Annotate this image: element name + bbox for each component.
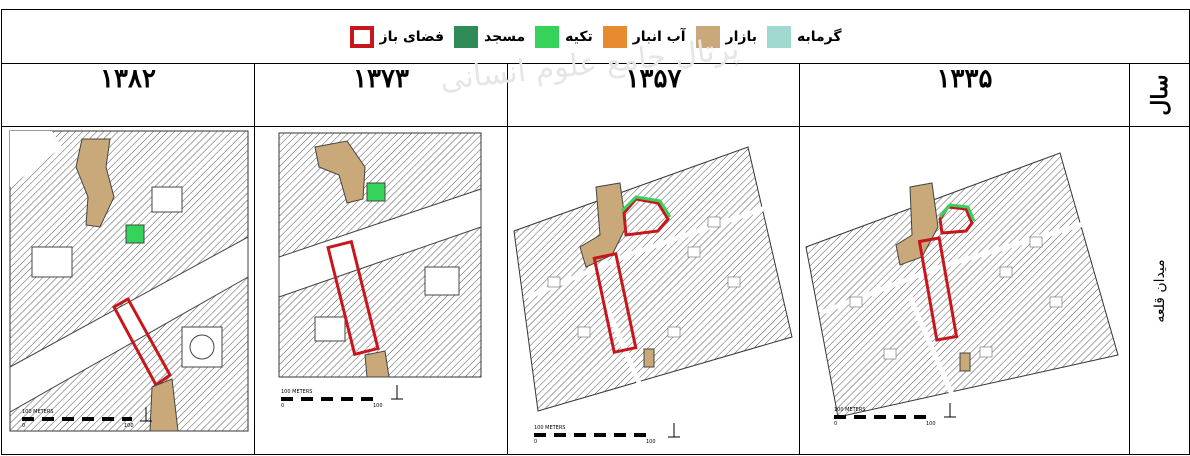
- north-arrow-1335: [944, 403, 956, 418]
- legend-label: تکیه: [565, 28, 593, 45]
- bazaar-area-1373: [314, 140, 366, 204]
- map-1357-base: [513, 146, 793, 429]
- scale-label-1335: 100 METERS: [834, 407, 865, 413]
- open-space-1373: [326, 240, 380, 357]
- open-space-1357: [592, 252, 638, 355]
- legend-item: فضای باز: [349, 25, 445, 48]
- bazaar-swatch: [695, 25, 720, 48]
- map-1335-base: [805, 152, 1119, 429]
- year-row-label: سال: [1128, 63, 1190, 128]
- takieh-1382: [125, 224, 145, 244]
- legend-item: مسجد: [454, 25, 526, 48]
- bazaar-area-1382: [75, 138, 115, 228]
- map-1373-base: [278, 132, 482, 378]
- map-cell-1382: 100 METERS 0 100: [1, 126, 255, 455]
- legend-item: تکیه: [535, 25, 593, 48]
- scale-end-1373: 100: [373, 403, 383, 409]
- scale-start-1382: 0: [22, 423, 25, 429]
- bazaar-south-1357: [643, 348, 655, 368]
- scale-label-1357: 100 METERS: [534, 425, 565, 431]
- bazaar-south-1382: [149, 378, 179, 432]
- map-cell-1335: 100 METERS 0 100: [799, 126, 1130, 455]
- bathhouse-swatch: [766, 25, 791, 48]
- scale-start-1335: 0: [834, 421, 837, 427]
- legend-item: آب انبار: [602, 25, 686, 48]
- takieh-1335: [938, 203, 976, 222]
- takieh-1357: [620, 195, 672, 219]
- bazaar-south-1335: [959, 352, 971, 372]
- open-space-1335: [917, 236, 959, 342]
- map-1382-base: [9, 130, 249, 432]
- comparison-table: گرمابه بازار آب انبار تکیه مسجد فضای باز ۱۳۸۲…: [0, 8, 1190, 455]
- legend-label: فضای باز: [379, 28, 445, 45]
- takieh-swatch: [535, 25, 560, 48]
- scale-start-1373: 0: [281, 403, 284, 409]
- year-header-1335: ۱۳۳۵: [799, 63, 1130, 128]
- north-arrow-1382: [140, 407, 152, 422]
- scale-bar-1373: 100 METERS 0 100: [281, 385, 403, 409]
- legend-item: بازار: [695, 25, 757, 48]
- open-space-1382: [111, 297, 172, 388]
- place-label: میدان قلعه: [1151, 258, 1168, 323]
- place-row-label: میدان قلعه: [1128, 126, 1190, 455]
- map-cell-1357: 100 METERS 0 100: [507, 126, 800, 455]
- scale-start-1357: 0: [534, 439, 537, 445]
- year-header-1357: ۱۳۵۷: [507, 63, 800, 128]
- year-header-1382: ۱۳۸۲: [1, 63, 255, 128]
- scale-label-1373: 100 METERS: [281, 389, 312, 395]
- scale-bar-1335: 100 METERS 0 100: [834, 403, 956, 427]
- legend-item: گرمابه: [766, 25, 842, 48]
- scale-label-1382: 100 METERS: [22, 409, 53, 415]
- map-1373: 100 METERS 0 100: [278, 132, 482, 409]
- scale-bar-1382: 100 METERS 0 100: [22, 407, 152, 429]
- bazaar-area-1335: [895, 182, 939, 266]
- takieh-1373: [366, 182, 386, 202]
- year-header-1373: ۱۳۷۳: [254, 63, 508, 128]
- open-space-swatch: [349, 25, 374, 48]
- bazaar-area-1357: [579, 182, 627, 268]
- north-arrow-1357: [668, 423, 680, 438]
- map-1357: 100 METERS 0 100: [513, 146, 793, 445]
- water-reservoir-swatch: [602, 25, 627, 48]
- legend-label: آب انبار: [632, 28, 686, 45]
- scale-bar-1357: 100 METERS 0 100: [534, 423, 680, 445]
- scale-end-1357: 100: [646, 439, 656, 445]
- mosque-swatch: [454, 25, 479, 48]
- map-1335: 100 METERS 0 100: [805, 152, 1119, 429]
- legend-label: مسجد: [484, 28, 526, 45]
- north-arrow-1373: [391, 385, 403, 400]
- legend: گرمابه بازار آب انبار تکیه مسجد فضای باز: [2, 10, 1189, 63]
- bazaar-south-1373: [364, 350, 390, 378]
- legend-label: بازار: [725, 28, 757, 45]
- map-cell-1373: 100 METERS 0 100: [254, 126, 508, 455]
- scale-end-1382: 100: [124, 423, 134, 429]
- legend-label: گرمابه: [796, 28, 842, 45]
- legend-cell: گرمابه بازار آب انبار تکیه مسجد فضای باز: [0, 8, 1190, 65]
- year-label: سال: [1146, 74, 1173, 116]
- map-1382: 100 METERS 0 100: [9, 130, 249, 432]
- scale-end-1335: 100: [926, 421, 936, 427]
